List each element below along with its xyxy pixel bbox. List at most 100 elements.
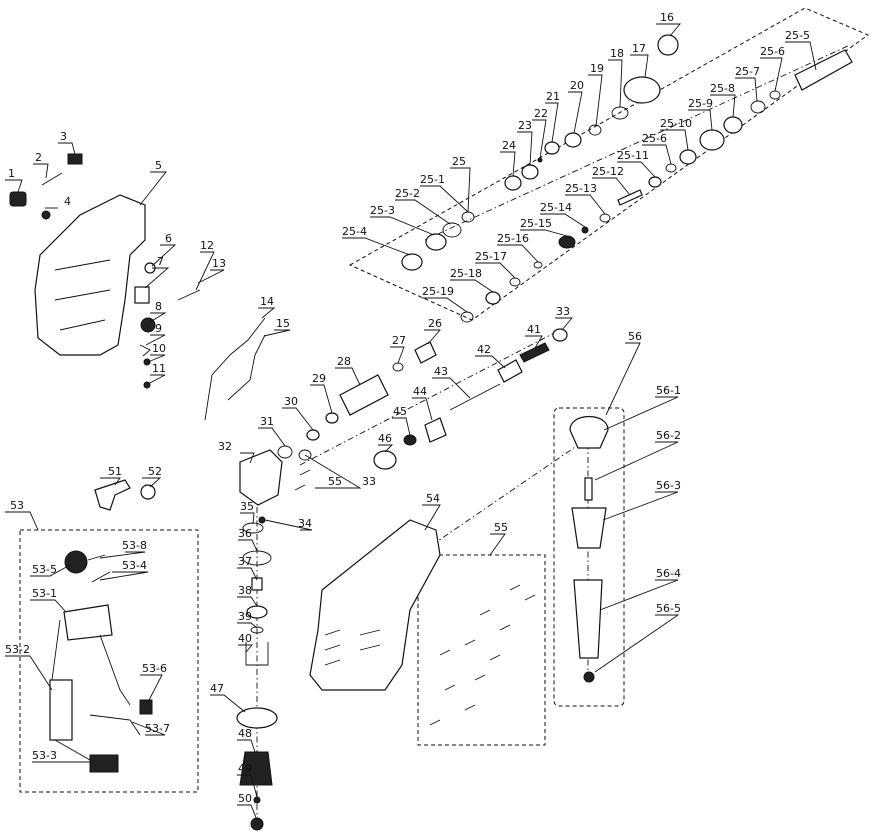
label-40: 40 [238, 632, 252, 645]
switch-part-53-1 [63, 604, 113, 641]
wire-part-14 [204, 317, 266, 421]
label-44: 44 [413, 385, 427, 398]
label-6: 6 [165, 232, 172, 245]
group-box-53 [19, 529, 199, 793]
ring-part-25-16 [533, 261, 543, 269]
label-4: 4 [64, 195, 71, 208]
leader-lines [5, 23, 817, 821]
label-55a: 55 [328, 475, 342, 488]
label-25-8: 25-8 [710, 82, 735, 95]
label-25-15: 25-15 [520, 217, 552, 230]
label-53-1: 53-1 [32, 587, 57, 600]
ring-part-25-13 [599, 213, 611, 223]
label-12: 12 [200, 239, 214, 252]
nut-part-11 [143, 381, 151, 389]
label-53-5: 53-5 [32, 563, 57, 576]
bearing-part-29 [325, 412, 339, 424]
bearing-part-50 [250, 817, 264, 831]
label-53-2: 53-2 [5, 643, 30, 656]
axis-line-mid [299, 329, 561, 466]
spring-part-41 [519, 342, 550, 363]
label-19: 19 [590, 62, 604, 75]
shaft-part-37 [251, 577, 263, 591]
wire-part-15 [227, 334, 266, 401]
label-37: 37 [238, 555, 252, 568]
label-39: 39 [238, 610, 252, 623]
bearing-part-24 [504, 175, 522, 191]
ball-part-25-14 [581, 226, 589, 234]
clutch-part-44 [424, 417, 447, 443]
connector-part-53-6 [139, 699, 153, 715]
ring-part-25-7 [750, 100, 766, 114]
label-32: 32 [218, 440, 232, 453]
label-56-5: 56-5 [656, 602, 681, 615]
label-31: 31 [260, 415, 274, 428]
label-53-7: 53-7 [145, 722, 170, 735]
label-53: 53 [10, 499, 24, 512]
cap-part-16 [657, 34, 679, 56]
label-25-7: 25-7 [735, 65, 760, 78]
group-box-25 [348, 7, 870, 321]
label-11: 11 [152, 362, 166, 375]
label-25: 25 [452, 155, 466, 168]
label-9: 9 [155, 322, 162, 335]
ring-part-25-6 [769, 90, 781, 100]
ring-part-27 [392, 362, 404, 372]
bearing-part-25-8 [723, 116, 743, 134]
label-25-5: 25-5 [785, 29, 810, 42]
label-15: 15 [276, 317, 290, 330]
label-8: 8 [155, 300, 162, 313]
axis-line-top [424, 44, 851, 241]
label-53-6: 53-6 [142, 662, 167, 675]
label-25-19: 25-19 [422, 285, 454, 298]
label-22: 22 [534, 107, 548, 120]
pin-part-12 [177, 289, 201, 301]
label-25-16: 25-16 [497, 232, 529, 245]
ball-part-22 [537, 157, 543, 163]
lever-part-51 [94, 479, 131, 511]
nut-part-56-5 [583, 671, 595, 683]
terminal-part-53-3 [89, 754, 119, 773]
ring-part-25-6b [665, 163, 677, 173]
washer-part-4 [41, 210, 51, 220]
washer-part-23 [521, 164, 539, 180]
label-46: 46 [378, 432, 392, 445]
label-3: 3 [60, 130, 67, 143]
label-56-2: 56-2 [656, 429, 681, 442]
label-24: 24 [502, 139, 516, 152]
label-56-3: 56-3 [656, 479, 681, 492]
label-25-4: 25-4 [342, 225, 367, 238]
label-25-10: 25-10 [660, 117, 692, 130]
tool-body-part-54 [309, 519, 441, 691]
collar-part-20 [564, 132, 582, 148]
label-33b: 33 [362, 475, 376, 488]
bearing-part-25-4 [401, 253, 423, 271]
sleeve-part-17 [623, 76, 661, 104]
gear-part-25-9 [699, 129, 725, 151]
screw-set-part-55 [294, 469, 536, 726]
label-25-6b: 25-6 [642, 132, 667, 145]
label-34: 34 [298, 517, 312, 530]
label-14: 14 [260, 295, 274, 308]
sleeve-part-26 [414, 341, 437, 364]
label-7: 7 [157, 255, 164, 268]
label-33a: 33 [556, 305, 570, 318]
gear-part-42 [497, 359, 523, 383]
label-56-4: 56-4 [656, 567, 681, 580]
housing-half-part [34, 194, 146, 356]
bearing-part-30 [306, 429, 320, 441]
label-10: 10 [152, 342, 166, 355]
label-53-4: 53-4 [122, 559, 147, 572]
label-53-3: 53-3 [32, 749, 57, 762]
label-26: 26 [428, 317, 442, 330]
bolt-part-56-2 [584, 477, 593, 501]
spring-part-45 [403, 434, 417, 446]
label-25-17: 25-17 [475, 250, 507, 263]
label-18: 18 [610, 47, 624, 60]
spring-part [41, 172, 63, 186]
carbon-brush-part [67, 153, 83, 165]
label-48: 48 [238, 727, 252, 740]
label-25-3: 25-3 [370, 204, 395, 217]
label-1: 1 [8, 167, 15, 180]
